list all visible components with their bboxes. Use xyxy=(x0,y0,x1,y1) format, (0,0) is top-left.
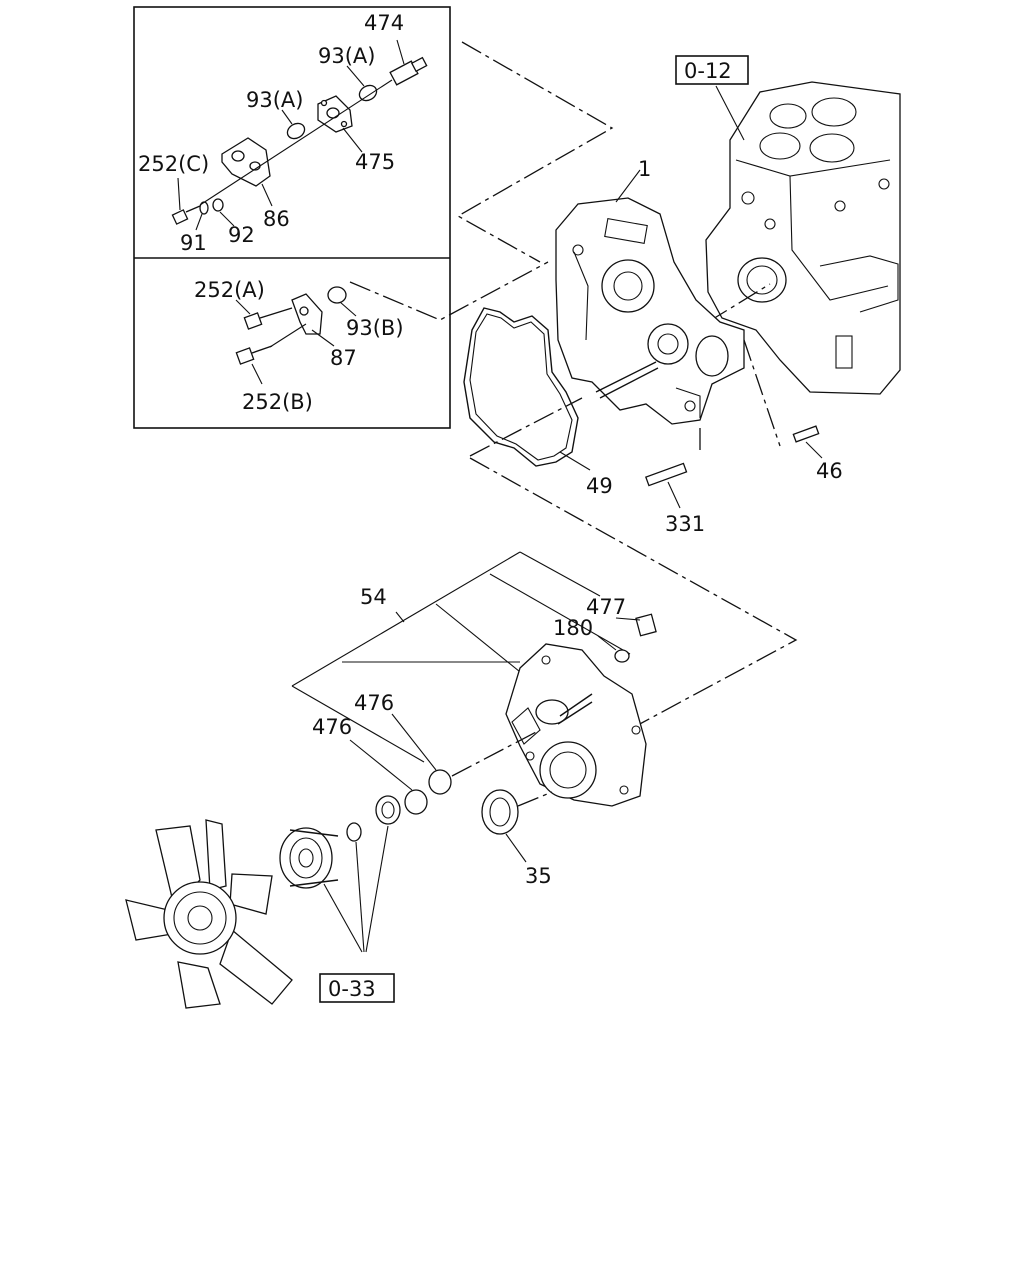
fan-blades xyxy=(125,819,293,1009)
label-252b: 252(B) xyxy=(242,390,313,414)
part-1-gear-case xyxy=(555,169,745,425)
ref-box-0-12[interactable]: 0-12 xyxy=(675,55,749,85)
label-477: 477 xyxy=(586,595,626,619)
engine-block xyxy=(705,81,901,395)
part-180-washer xyxy=(597,635,630,663)
spacer-ring xyxy=(365,795,401,953)
part-476-bushing-a xyxy=(391,713,452,795)
part-93b-oring xyxy=(327,286,357,317)
label-87: 87 xyxy=(330,346,357,370)
leader-lower-inset xyxy=(349,261,549,321)
part-49-gasket xyxy=(463,307,591,471)
part-91-washer xyxy=(195,201,209,231)
axis-line-lower xyxy=(269,323,307,348)
label-35: 35 xyxy=(525,864,552,888)
leader-block-to-case xyxy=(707,283,771,323)
leader-upper-inset xyxy=(456,41,614,263)
label-91: 91 xyxy=(180,231,207,255)
part-54-front-cover xyxy=(505,643,647,807)
leader-gasket-to-cover xyxy=(469,457,798,727)
label-54: 54 xyxy=(360,585,387,609)
leader-stud-46 xyxy=(743,339,781,447)
part-252a-bolt xyxy=(235,299,293,330)
ref-box-0-33[interactable]: 0-33 xyxy=(319,973,395,1003)
axis-line-upper xyxy=(199,79,393,206)
label-331: 331 xyxy=(665,512,705,536)
label-476-a: 476 xyxy=(354,691,394,715)
part-477-plug xyxy=(615,613,657,637)
label-93a-top: 93(A) xyxy=(318,44,375,68)
leader-gasket-bottom xyxy=(469,397,583,457)
spacer-small xyxy=(346,822,365,953)
part-labels: 474 93(A) 93(A) 475 252(C) 86 91 92 252(… xyxy=(138,11,843,888)
label-46: 46 xyxy=(816,459,843,483)
part-87-bracket xyxy=(291,293,335,347)
part-252c-bolt xyxy=(171,177,201,225)
label-86: 86 xyxy=(263,207,290,231)
part-92-washer xyxy=(212,198,235,227)
axis-line-pulley xyxy=(451,729,541,777)
leader-bracket-54 xyxy=(291,551,631,763)
label-252c: 252(C) xyxy=(138,152,209,176)
label-1: 1 xyxy=(638,157,651,181)
ref-0-33-label: 0-33 xyxy=(328,977,376,1001)
label-93b: 93(B) xyxy=(346,316,404,340)
part-474-sensor xyxy=(389,39,428,86)
part-93a-oring-top xyxy=(346,65,378,102)
label-180: 180 xyxy=(553,616,593,640)
label-49: 49 xyxy=(586,474,613,498)
part-93a-oring-mid xyxy=(281,109,306,140)
detail-inset-frame xyxy=(133,6,451,429)
label-93a-mid: 93(A) xyxy=(246,88,303,112)
label-252a: 252(A) xyxy=(194,278,265,302)
leader-seal-to-cover xyxy=(517,791,553,807)
part-35-oil-seal xyxy=(481,789,527,863)
part-46-stud xyxy=(792,425,823,459)
label-92: 92 xyxy=(228,223,255,247)
ref-0-12-label: 0-12 xyxy=(684,59,732,83)
label-474: 474 xyxy=(364,11,404,35)
part-252b-bolt xyxy=(235,345,273,385)
fan-pulley xyxy=(279,827,363,953)
part-86-housing xyxy=(221,137,273,207)
part-476-bushing-b xyxy=(349,739,428,815)
part-331-stud xyxy=(645,462,688,509)
label-475: 475 xyxy=(355,150,395,174)
label-476-b: 476 xyxy=(312,715,352,739)
